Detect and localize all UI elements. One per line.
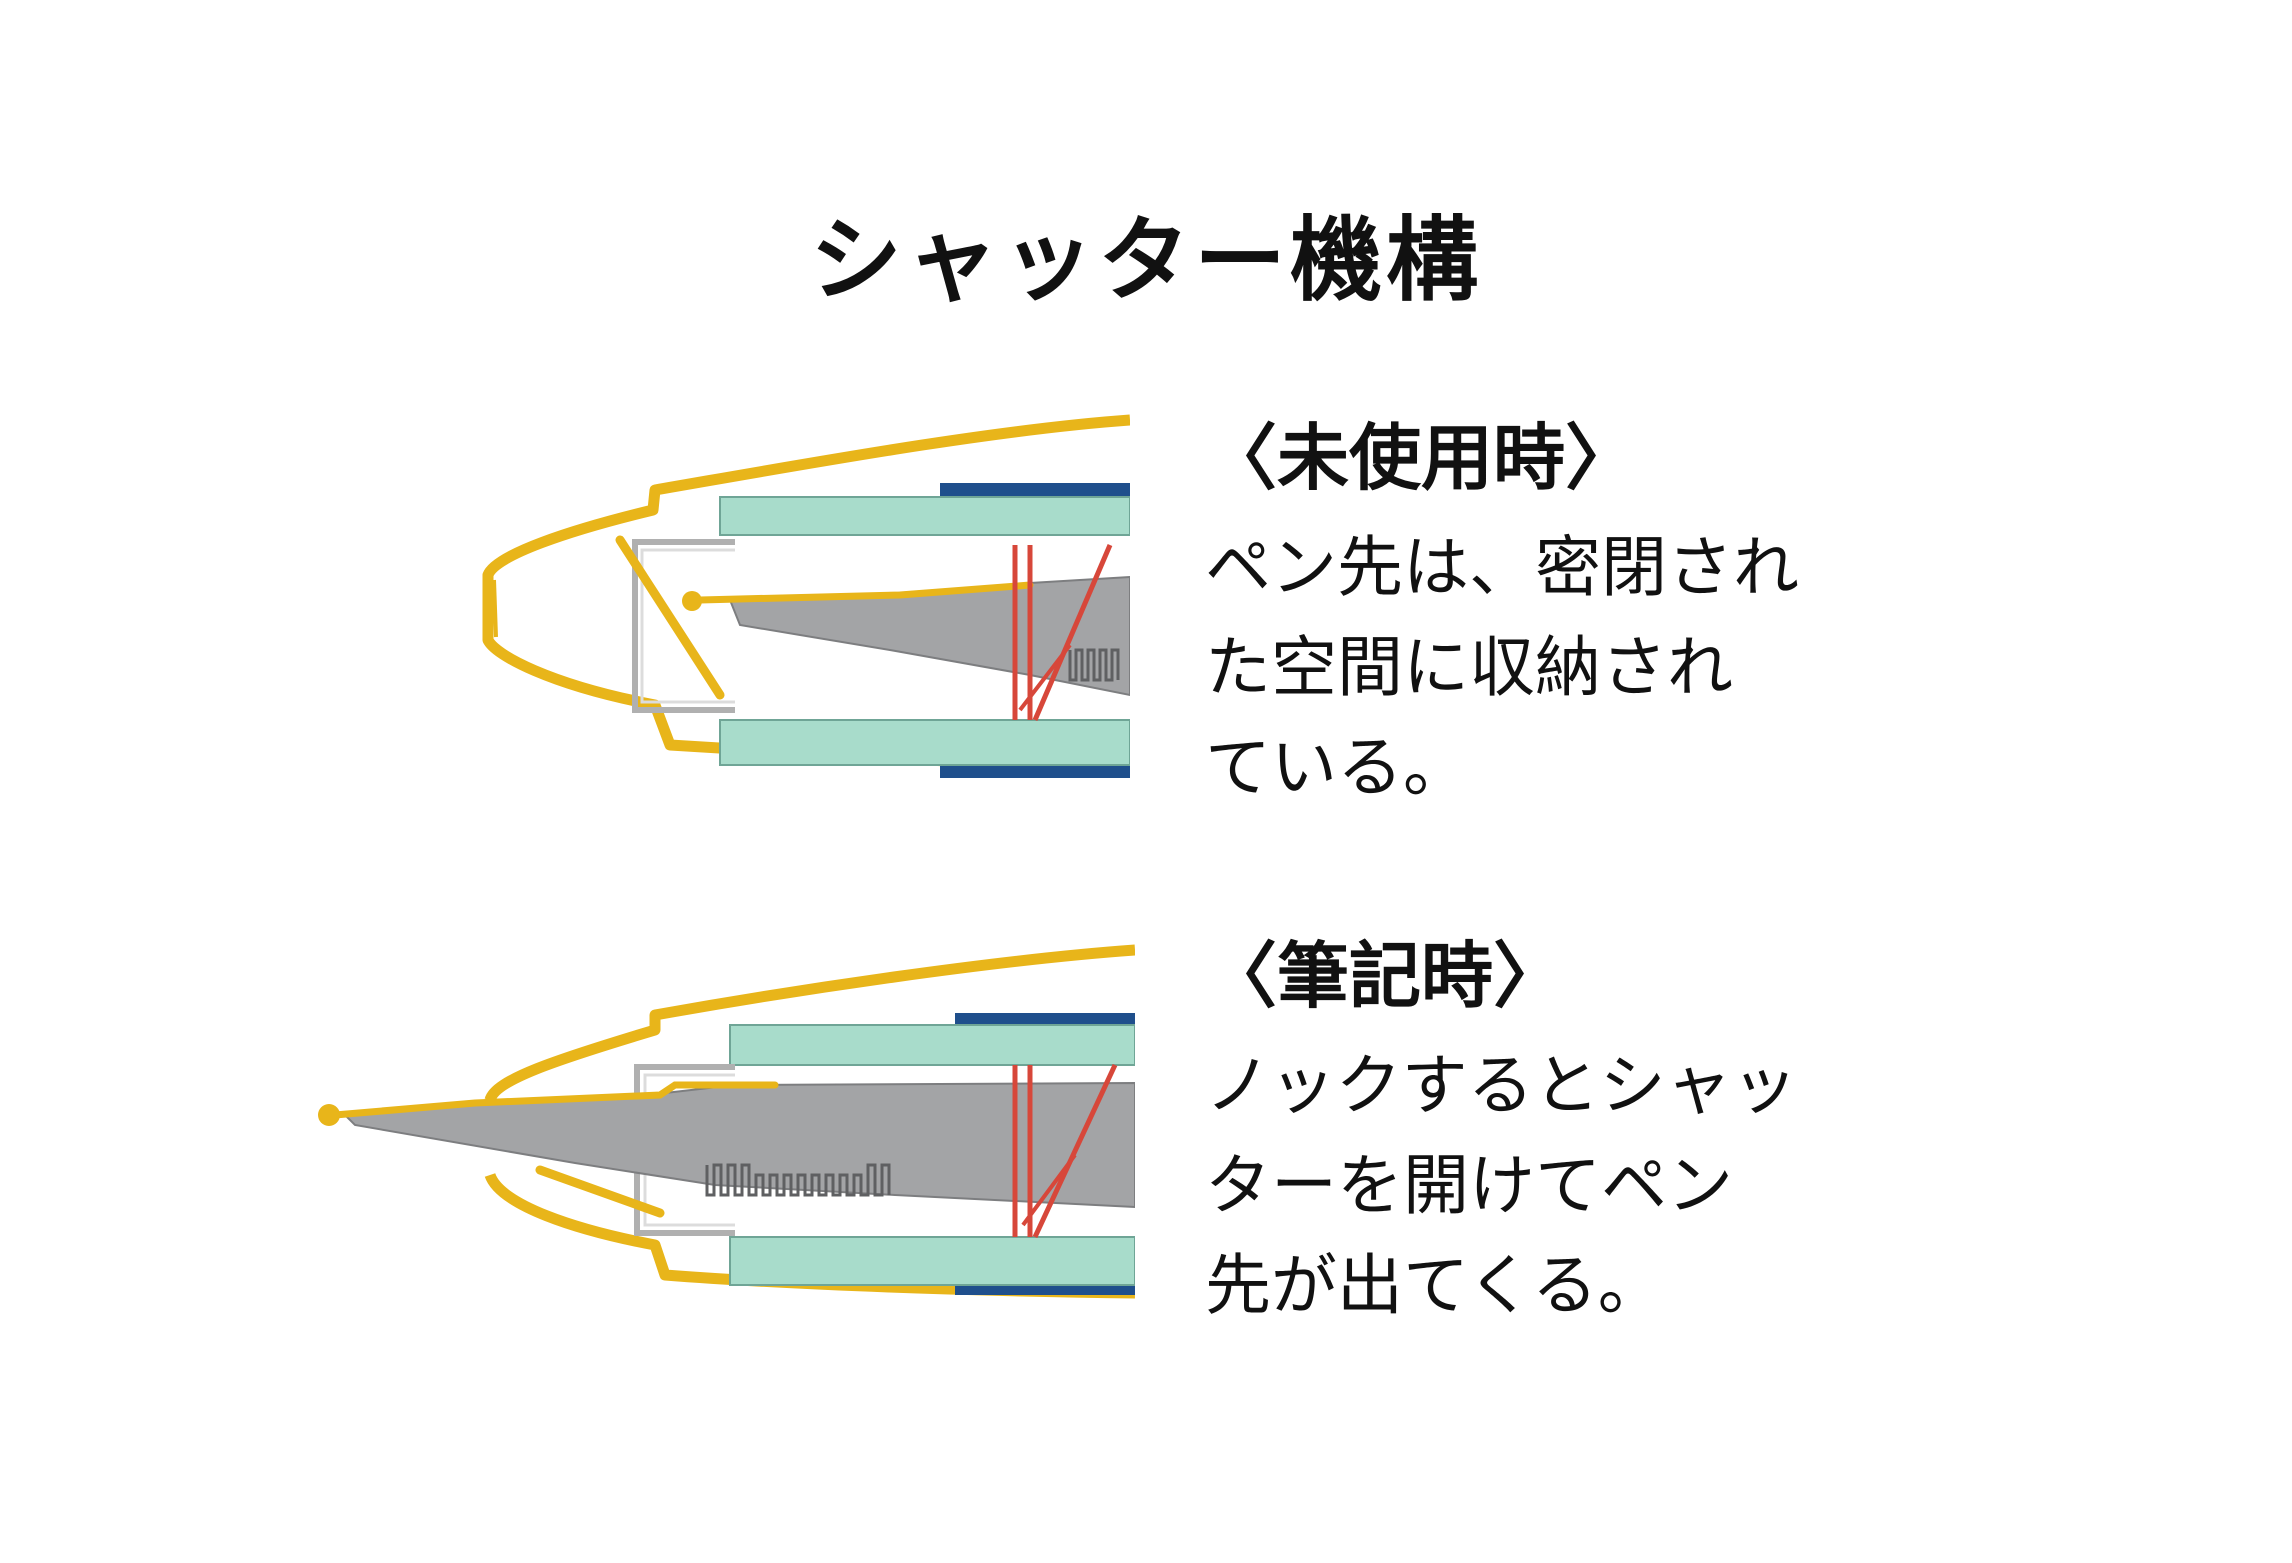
inner-body-top	[729, 1024, 1135, 1066]
shutter-flap	[615, 535, 725, 700]
nib-tip	[682, 591, 702, 611]
shutter-frame	[632, 539, 735, 713]
feed-fins	[705, 1163, 891, 1197]
inner-body-bottom	[719, 719, 1130, 766]
inner-body-bottom	[729, 1236, 1135, 1286]
caption-line: た空間に収納され	[1205, 629, 1733, 706]
spring-3	[1032, 544, 1113, 721]
spring-4	[1018, 643, 1072, 712]
nib-feed-line	[331, 1081, 779, 1119]
cap-shell	[484, 944, 1135, 1103]
caption-line: ている。	[1205, 729, 1469, 806]
caption-line: 先が出てくる。	[1205, 1247, 1664, 1324]
diagram-title: シャッター機構	[809, 207, 1482, 314]
spring-3	[1032, 1063, 1118, 1239]
caption-unused: 〈未使用時〉 ペン先は、密閉され た空間に収納され ている。	[1205, 422, 1799, 818]
inner-body-top	[719, 496, 1130, 536]
caption-line: ターを開けてペン	[1205, 1147, 1733, 1224]
caption-writing: 〈筆記時〉 ノックするとシャッ ターを開けてペン 先が出てくる。	[1205, 940, 1798, 1336]
nib-feed-line	[696, 581, 1034, 604]
shutter-flap	[535, 1165, 665, 1218]
caption-line: ペン先は、密閉され	[1205, 529, 1799, 606]
caption-heading: 〈筆記時〉	[1205, 934, 1566, 1018]
feed-fins	[1068, 648, 1120, 682]
shutter-frame-inner	[640, 548, 735, 704]
diagram-closed-state	[482, 414, 1130, 778]
caption-line: ノックするとシャッ	[1205, 1047, 1798, 1124]
caption-heading: 〈未使用時〉	[1205, 416, 1638, 500]
nib-tip	[318, 1104, 340, 1126]
spring-4	[1021, 1153, 1077, 1227]
cap-inner-rim	[492, 579, 498, 638]
diagram-open-state	[318, 944, 1135, 1299]
